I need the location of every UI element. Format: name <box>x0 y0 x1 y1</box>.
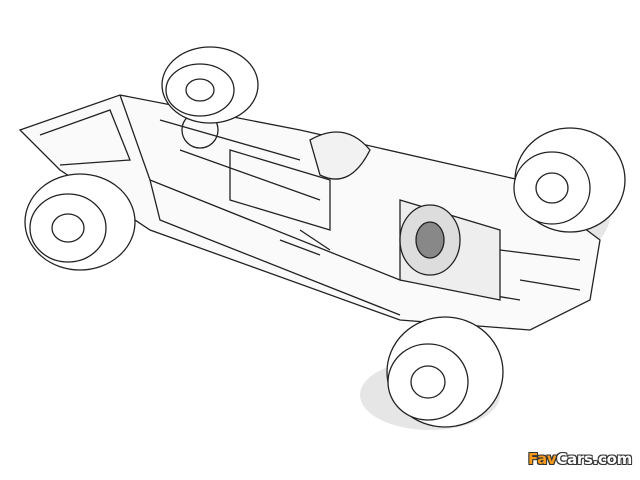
wheel-rear-left <box>161 46 259 124</box>
wheel-front-right <box>386 316 504 428</box>
watermark-cars: Cars.com <box>556 450 632 468</box>
watermark-fav: Fav <box>528 450 557 468</box>
favcars-watermark: FavCars.com <box>528 450 632 468</box>
wheel-front-left <box>24 173 136 271</box>
wheel-rear-right <box>513 127 626 233</box>
